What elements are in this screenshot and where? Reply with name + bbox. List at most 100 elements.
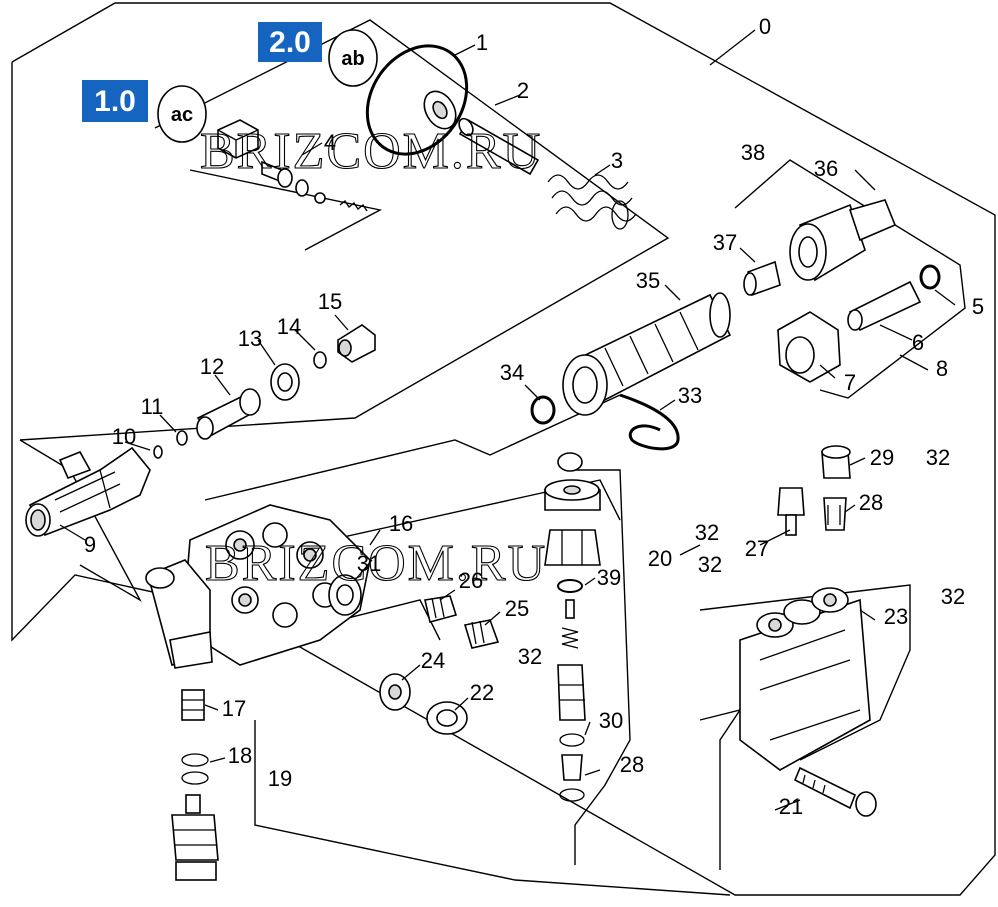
callout-14: 14: [277, 314, 301, 339]
callout-13: 13: [238, 326, 262, 351]
part-35-filter: [562, 292, 732, 416]
part-28-valve-lower: [559, 754, 585, 802]
callout-1: 1: [476, 30, 488, 55]
leader-lines: [59, 29, 956, 811]
badge-1-circle-label: ac: [171, 104, 193, 126]
badge-2-value: 2.0: [269, 26, 311, 59]
watermark-top: BRIZCOM.RU: [200, 123, 542, 180]
callout-32-mid-lower: 32: [698, 552, 722, 577]
part-34-ring: [530, 395, 556, 425]
callout-32-right: 32: [941, 584, 965, 609]
part-10-ring: [153, 445, 163, 459]
part-39-ring: [557, 579, 583, 593]
badge-2-group[interactable]: 2.0 ab: [258, 22, 378, 87]
group-frame-left: [19, 439, 142, 602]
callout-16: 16: [389, 511, 413, 536]
group-frame-valve: [189, 169, 383, 251]
part-11-ring: [176, 430, 188, 446]
callout-35: 35: [636, 268, 660, 293]
part-17-valve: [181, 689, 205, 721]
part-23-cylinder-block: [739, 587, 871, 771]
callout-34: 34: [500, 360, 524, 385]
part-20-valve-stack: [544, 452, 601, 566]
callout-33: 33: [678, 383, 702, 408]
callout-25: 25: [505, 596, 529, 621]
callout-15: 15: [318, 289, 342, 314]
group-frame-valve-stack: [574, 469, 631, 865]
part-29-plug: [821, 445, 851, 479]
callout-28-upper: 28: [859, 490, 883, 515]
callout-18: 18: [228, 743, 252, 768]
part-31-seal: [328, 574, 362, 616]
callout-30: 30: [599, 708, 623, 733]
callout-23: 23: [884, 604, 908, 629]
callout-22: 22: [470, 680, 494, 705]
callout-0: 0: [759, 14, 771, 39]
callout-17: 17: [222, 696, 246, 721]
callout-32-top: 32: [926, 445, 950, 470]
part-21-bolt: [793, 766, 877, 817]
badge-1-group[interactable]: 1.0 ac: [82, 80, 207, 143]
part-30-valve: [557, 599, 586, 747]
callout-4: 4: [324, 130, 336, 155]
part-27-valve: [777, 487, 805, 536]
part-7-nut: [777, 311, 841, 383]
badge-2-circle-label: ab: [341, 48, 364, 70]
part-22-bearing: [426, 701, 468, 735]
part-3-spring: [547, 174, 637, 230]
part-2-piston: [423, 90, 540, 176]
callout-27: 27: [745, 536, 769, 561]
group-frame-pump: [204, 394, 621, 501]
part-4-valve-set: [217, 119, 368, 212]
callout-29: 29: [870, 445, 894, 470]
callout-26: 26: [459, 568, 483, 593]
callout-24: 24: [421, 648, 445, 673]
part-24-disk: [379, 673, 411, 711]
part-9-t-fitting: [25, 446, 151, 537]
part-15-check-valve: [337, 324, 376, 363]
callout-5: 5: [972, 294, 984, 319]
callout-28-lower: 28: [620, 752, 644, 777]
callout-32-mid-upper: 32: [695, 520, 719, 545]
callout-2: 2: [517, 78, 529, 103]
group-frame-head: [239, 479, 621, 561]
part-36-coupling: [789, 199, 897, 282]
part-14-ring: [313, 351, 327, 369]
callout-7: 7: [844, 370, 856, 395]
part-19-valve-assembly: [171, 794, 219, 881]
badge-2-circle: [328, 29, 378, 87]
callout-21: 21: [779, 794, 803, 819]
callout-32-bottom: 32: [518, 644, 542, 669]
part-26-valve: [424, 595, 458, 623]
part-5-ring: [919, 264, 941, 290]
part-12-nipple: [196, 388, 261, 440]
part-25-valve: [463, 619, 500, 649]
callout-11: 11: [141, 394, 164, 419]
group-frame-bottom: [254, 720, 731, 896]
group-frame-inlet: [734, 159, 966, 399]
callout-labels: 0 1 2 3 4 5 6 7 8 9 10 11 12 13 14 15 16…: [84, 14, 984, 819]
callout-12: 12: [200, 354, 224, 379]
callout-31: 31: [357, 551, 381, 576]
assembly-frame: [11, 2, 996, 896]
part-28-valve-upper: [823, 497, 847, 531]
part-37-insert: [743, 260, 781, 297]
callout-9: 9: [84, 532, 96, 557]
badge-1-box[interactable]: [82, 80, 148, 122]
badge-2-box[interactable]: [258, 22, 322, 62]
part-16-pump-head: [145, 504, 371, 669]
callout-8: 8: [936, 356, 948, 381]
callout-39: 39: [597, 565, 621, 590]
part-33-clip: [619, 393, 680, 451]
callout-10: 10: [112, 424, 136, 449]
badge-1-circle: [157, 85, 207, 143]
part-18-ring-b: [181, 771, 209, 785]
callout-36: 36: [814, 156, 838, 181]
callout-6: 6: [912, 330, 924, 355]
badge-1-value: 1.0: [94, 85, 136, 118]
callout-37: 37: [713, 230, 737, 255]
callout-3: 3: [611, 148, 623, 173]
part-6-barb: [847, 280, 922, 332]
callout-38: 38: [741, 140, 765, 165]
